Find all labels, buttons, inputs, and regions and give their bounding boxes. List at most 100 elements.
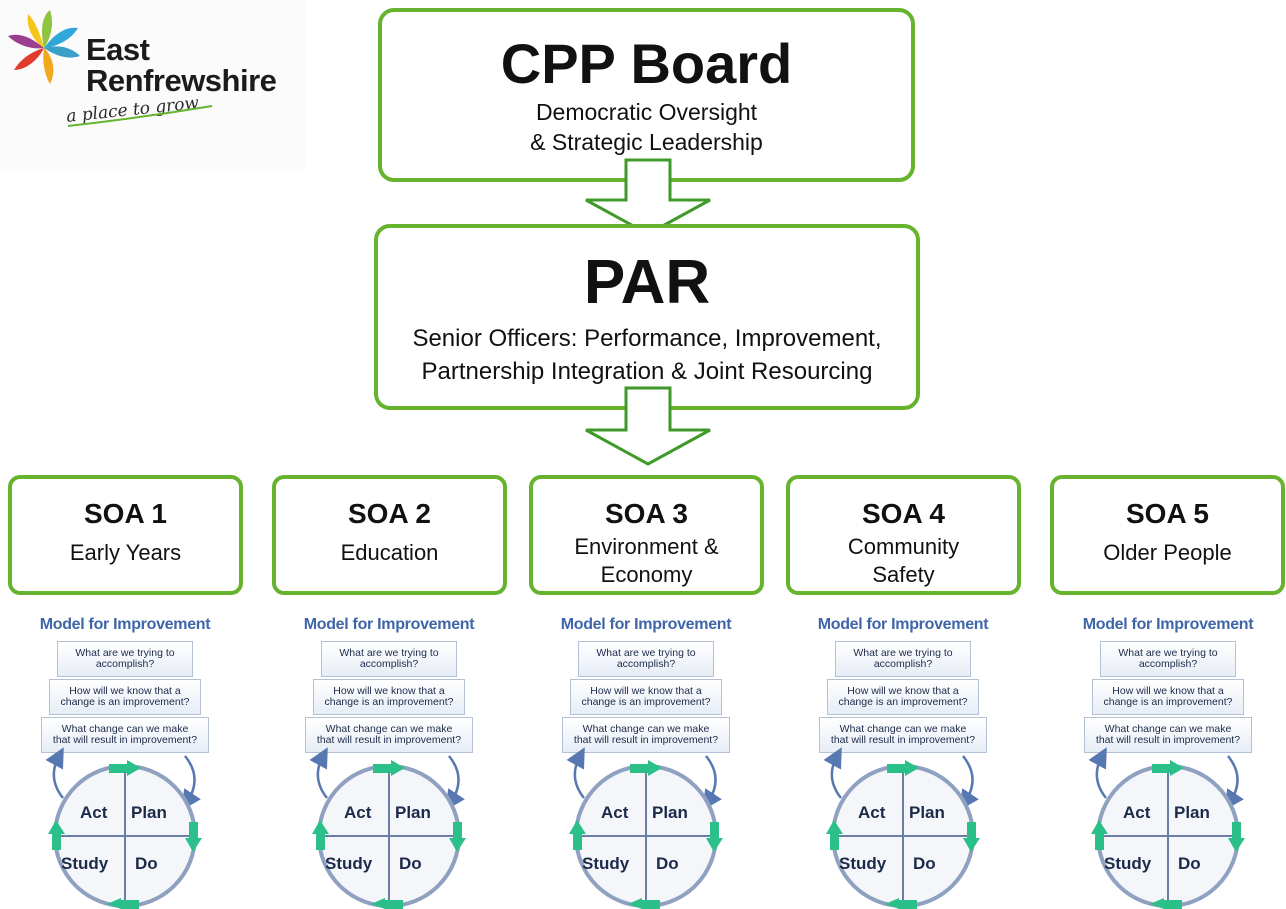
q-line: change is an improvement?	[581, 696, 711, 708]
pdsa-study-label: Study	[839, 854, 887, 873]
q-line: What change can we make	[839, 723, 967, 735]
down-arrow-icon	[585, 386, 711, 466]
model-for-improvement-5: Model for Improvement What are we trying…	[1068, 616, 1268, 909]
soa-3-box: SOA 3 Environment & Economy	[529, 475, 764, 595]
q-line: What are we trying to	[339, 647, 439, 659]
q-line: What are we trying to	[75, 647, 175, 659]
q-line: that will result in improvement?	[1095, 734, 1241, 746]
pdsa-cycle-graphic	[1088, 747, 1245, 909]
q-line: change is an improvement?	[838, 696, 968, 708]
q-line: that will result in improvement?	[316, 734, 462, 746]
q-line: What change can we make	[582, 723, 710, 735]
q-line: accomplish?	[1138, 658, 1198, 670]
q-line: What are we trying to	[596, 647, 696, 659]
pdsa-study-label: Study	[582, 854, 630, 873]
pdsa-study-label: Study	[1104, 854, 1152, 873]
logo-name: East Renfrewshire	[86, 32, 277, 98]
q-line: How will we know that a	[1112, 685, 1224, 697]
pdsa-study-label: Study	[325, 854, 373, 873]
pdsa-study-label: Study	[61, 854, 109, 873]
pdsa-do-label: Do	[1178, 854, 1201, 873]
q-line: How will we know that a	[333, 685, 445, 697]
soa-description: Community Safety	[790, 533, 1017, 589]
model-title: Model for Improvement	[39, 616, 211, 633]
soa-description: Environment & Economy	[533, 533, 760, 589]
par-sub-line2: Partnership Integration & Joint Resourci…	[421, 358, 873, 385]
q-line: accomplish?	[95, 658, 155, 670]
soa-title: SOA 2	[348, 498, 431, 529]
soa-2-box: SOA 2 Education	[272, 475, 507, 595]
pdsa-plan-label: Plan	[1174, 803, 1210, 822]
pdsa-act-label: Act	[601, 803, 629, 822]
q-line: What change can we make	[61, 723, 189, 735]
soa-title: SOA 5	[1126, 498, 1209, 529]
par-sub-line1: Senior Officers: Performance, Improvemen…	[412, 325, 882, 352]
pdsa-cycle-graphic	[309, 747, 466, 909]
pdsa-act-label: Act	[344, 803, 372, 822]
cpp-board-subtitle: Democratic Oversight & Strategic Leaders…	[382, 97, 911, 157]
pdsa-plan-label: Plan	[652, 803, 688, 822]
pdsa-cycle-graphic	[566, 747, 723, 909]
q-line: change is an improvement?	[324, 696, 454, 708]
model-title: Model for Improvement	[1082, 616, 1254, 633]
soa-desc-line1: Older People	[1103, 540, 1232, 565]
soa-desc-line1: Community	[847, 534, 960, 559]
model-title: Model for Improvement	[303, 616, 475, 633]
soa-title: SOA 4	[862, 498, 945, 529]
pdsa-do-label: Do	[135, 854, 158, 873]
pdsa-plan-label: Plan	[909, 803, 945, 822]
soa-desc-line1: Education	[340, 540, 439, 565]
logo-name-line1: East	[86, 32, 150, 67]
q-line: accomplish?	[616, 658, 676, 670]
pdsa-act-label: Act	[1123, 803, 1151, 822]
soa-desc-line1: Early Years	[69, 540, 182, 565]
q-line: How will we know that a	[847, 685, 959, 697]
logo-name-line2: Renfrewshire	[86, 63, 277, 98]
cpp-board-sub-line1: Democratic Oversight	[535, 99, 758, 125]
cpp-board-sub-line2: & Strategic Leadership	[530, 129, 763, 155]
q-line: that will result in improvement?	[830, 734, 976, 746]
soa-desc-line1: Environment &	[574, 534, 719, 559]
pdsa-act-label: Act	[80, 803, 108, 822]
par-box: PAR Senior Officers: Performance, Improv…	[374, 224, 920, 410]
model-for-improvement-1: Model for Improvement What are we trying…	[25, 616, 225, 909]
cpp-board-title: CPP Board	[500, 32, 793, 95]
q-line: that will result in improvement?	[573, 734, 719, 746]
soa-title: SOA 3	[605, 498, 688, 529]
soa-4-box: SOA 4 Community Safety	[786, 475, 1021, 595]
par-title: PAR	[583, 248, 711, 317]
q-line: change is an improvement?	[60, 696, 190, 708]
q-line: How will we know that a	[69, 685, 181, 697]
model-title: Model for Improvement	[560, 616, 732, 633]
flower-icon	[8, 10, 80, 84]
q-line: that will result in improvement?	[52, 734, 198, 746]
soa-desc-line2: Safety	[872, 562, 935, 587]
model-for-improvement-4: Model for Improvement What are we trying…	[803, 616, 1003, 909]
soa-1-box: SOA 1 Early Years	[8, 475, 243, 595]
model-title: Model for Improvement	[817, 616, 989, 633]
pdsa-act-label: Act	[858, 803, 886, 822]
pdsa-plan-label: Plan	[131, 803, 167, 822]
soa-description: Education	[276, 539, 503, 567]
q-line: accomplish?	[873, 658, 933, 670]
q-line: What change can we make	[1104, 723, 1232, 735]
par-subtitle: Senior Officers: Performance, Improvemen…	[378, 322, 916, 388]
down-arrow-icon	[585, 158, 711, 236]
pdsa-do-label: Do	[913, 854, 936, 873]
soa-title: SOA 1	[84, 498, 167, 529]
q-line: accomplish?	[359, 658, 419, 670]
